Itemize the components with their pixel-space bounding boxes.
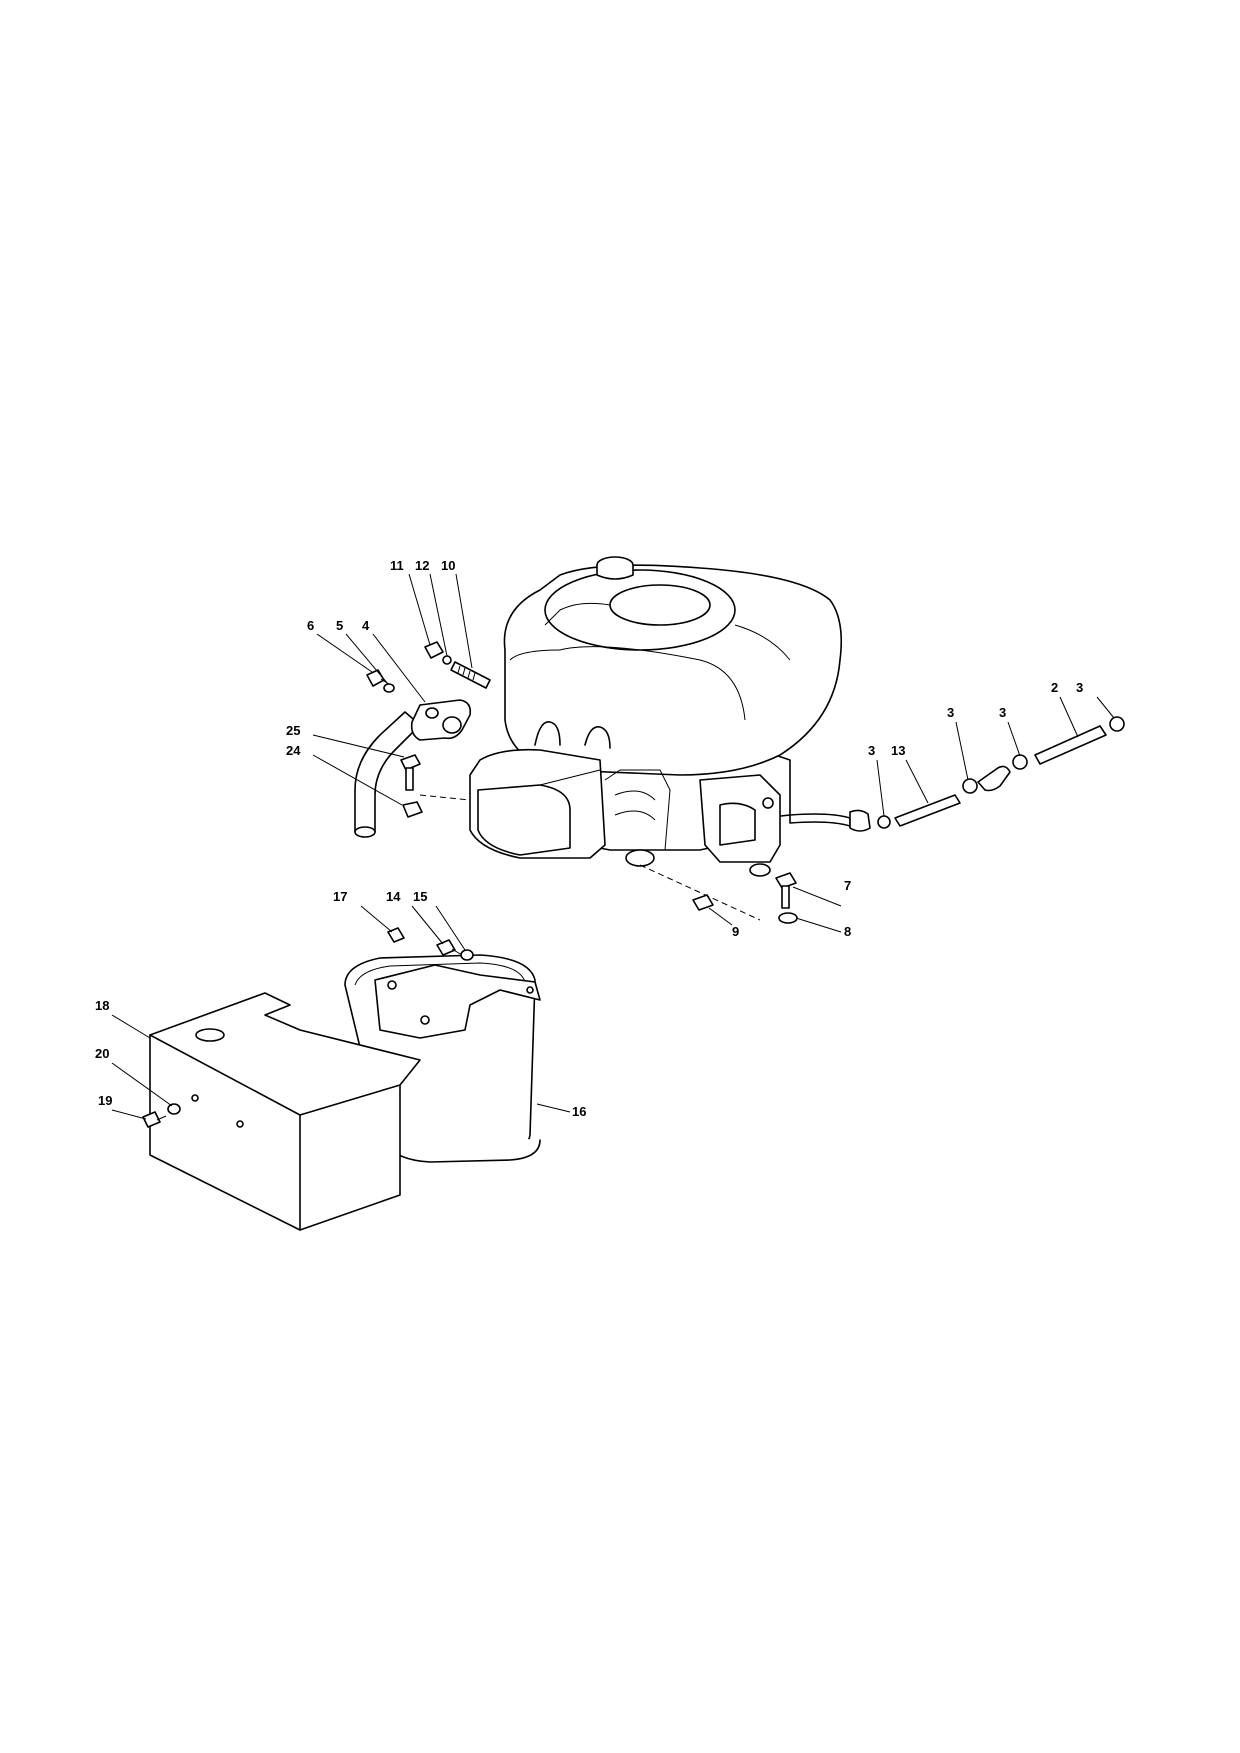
callout-7: 7 <box>844 878 851 893</box>
callout-3: 3 <box>947 705 954 720</box>
muffler <box>344 927 541 1163</box>
callout-5: 5 <box>336 618 343 633</box>
callout-4: 4 <box>362 618 370 633</box>
callout-16: 16 <box>572 1104 586 1119</box>
stud-nut-washer <box>424 641 491 689</box>
callout-2: 2 <box>1051 680 1058 695</box>
callout-24: 24 <box>286 743 301 758</box>
exhaust-pipe-assembly <box>354 669 472 838</box>
heat-shield <box>142 992 421 1231</box>
mount-bolt-washer-nut <box>692 872 798 924</box>
callout-6: 6 <box>307 618 314 633</box>
fuel-line-assembly <box>849 716 1125 832</box>
callout-8: 8 <box>844 924 851 939</box>
callout-9: 9 <box>732 924 739 939</box>
callout-12: 12 <box>415 558 429 573</box>
callout-11: 11 <box>390 558 404 573</box>
callout-3: 3 <box>868 743 875 758</box>
callout-18: 18 <box>95 998 109 1013</box>
callout-25: 25 <box>286 723 300 738</box>
callout-15: 15 <box>413 889 427 904</box>
callout-3: 3 <box>999 705 1006 720</box>
callout-14: 14 <box>386 889 401 904</box>
callout-20: 20 <box>95 1046 109 1061</box>
callout-13: 13 <box>891 743 905 758</box>
engine <box>419 556 851 921</box>
callout-17: 17 <box>333 889 347 904</box>
callout-labels: 11 12 10 6 5 4 25 24 2 3 3 3 3 13 7 8 9 … <box>95 558 1083 1119</box>
bolt-25-nut-24 <box>400 754 423 818</box>
leader-lines <box>111 573 1115 1120</box>
callout-19: 19 <box>98 1093 112 1108</box>
callout-10: 10 <box>441 558 455 573</box>
callout-3: 3 <box>1076 680 1083 695</box>
